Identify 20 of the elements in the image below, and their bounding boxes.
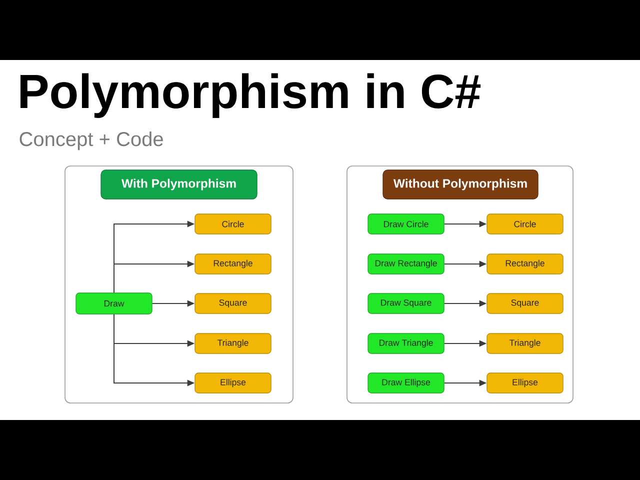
subtitle: Concept + Code bbox=[20, 132, 163, 150]
class-box: Square bbox=[194, 293, 272, 314]
method-box: Draw Rectangle bbox=[368, 254, 444, 274]
class-box: Ellipse bbox=[194, 372, 272, 394]
method-box: Draw Circle bbox=[368, 214, 444, 234]
class-box: Triangle bbox=[194, 333, 272, 354]
title: Polymorphism in C# bbox=[20, 73, 481, 118]
class-box: Rectangle bbox=[486, 254, 564, 274]
class-box: Circle bbox=[194, 214, 272, 234]
method-box: Draw Square bbox=[368, 293, 444, 314]
class-box: Circle bbox=[486, 214, 564, 234]
class-box: Rectangle bbox=[194, 254, 272, 274]
heading-box: Without Polymorphism bbox=[382, 170, 538, 200]
method-box: Draw Ellipse bbox=[368, 372, 444, 394]
method-box: Draw Triangle bbox=[368, 333, 444, 354]
method-box: Draw bbox=[76, 292, 152, 314]
class-box: Triangle bbox=[486, 333, 564, 354]
class-box: Ellipse bbox=[486, 372, 564, 394]
heading-box: With Polymorphism bbox=[100, 170, 258, 200]
class-box: Square bbox=[486, 293, 564, 314]
